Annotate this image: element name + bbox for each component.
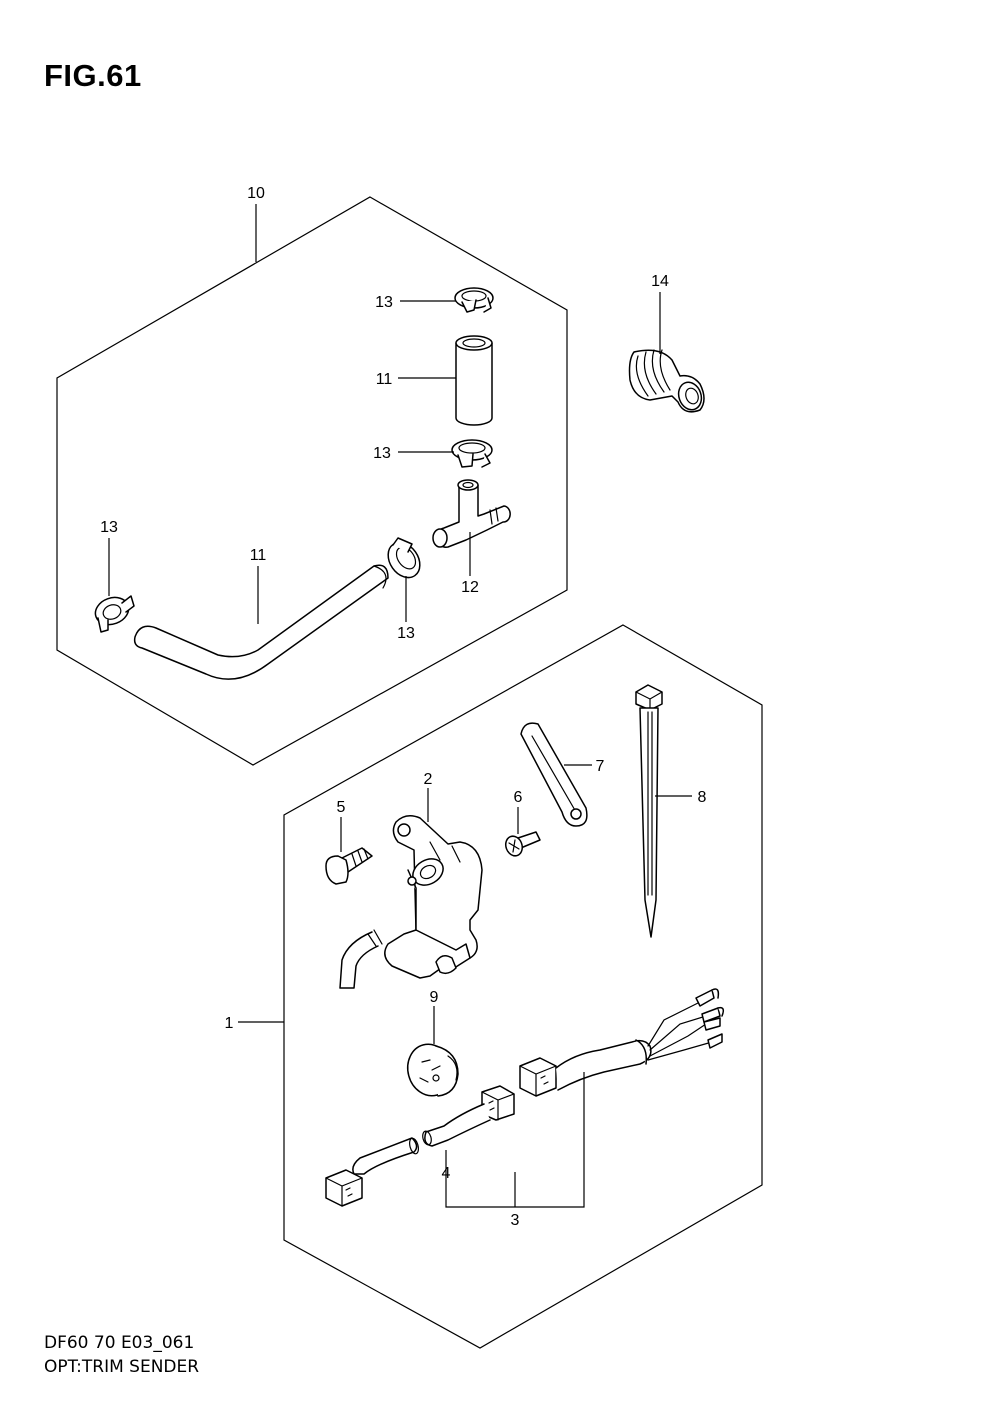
figure-footer: DF60 70 E03_061 OPT:TRIM SENDER <box>44 1331 199 1379</box>
model-code: DF60 70 E03_061 <box>44 1333 195 1353</box>
straight-hose <box>455 335 493 426</box>
kit-1-boundary <box>283 624 763 1349</box>
callout-2: 2 <box>424 771 433 788</box>
callout-11-straight: 11 <box>376 371 393 388</box>
trim-sender-unit <box>339 815 483 989</box>
grommet-plug <box>628 349 705 413</box>
bent-hose <box>133 564 389 680</box>
callout-13-right: 13 <box>397 625 415 642</box>
callout-10: 10 <box>247 185 265 202</box>
hose-clamp-left <box>94 595 135 633</box>
callout-9: 9 <box>430 989 439 1006</box>
callout-4: 4 <box>442 1165 451 1182</box>
callout-13-middle: 13 <box>373 445 391 462</box>
sender-grommet <box>406 1043 459 1097</box>
cable-tie <box>635 684 663 938</box>
hose-clamp-right <box>387 537 421 579</box>
callout-12: 12 <box>461 579 479 596</box>
callout-11-bent: 11 <box>250 547 267 564</box>
figure-title: FIG.61 <box>44 58 142 93</box>
hose-clamp-middle <box>451 439 493 468</box>
wiring-harness <box>519 988 725 1097</box>
t-joint-fitting <box>432 479 511 548</box>
small-screw <box>504 831 541 857</box>
slotted-strap <box>520 722 588 827</box>
callout-5: 5 <box>337 799 346 816</box>
callout-13-top: 13 <box>375 294 393 311</box>
callout-6: 6 <box>514 789 523 806</box>
leader-lines <box>108 204 692 1208</box>
callout-8: 8 <box>698 789 707 806</box>
figure-description: OPT:TRIM SENDER <box>44 1357 200 1377</box>
callout-1: 1 <box>225 1015 234 1032</box>
callout-3: 3 <box>511 1212 520 1229</box>
callout-14: 14 <box>651 273 669 290</box>
extension-wire <box>325 1085 515 1207</box>
bolt <box>325 847 373 885</box>
hose-clamp-top <box>454 287 494 313</box>
callout-13-left: 13 <box>100 519 118 536</box>
kit-10-boundary <box>56 196 568 766</box>
callout-7: 7 <box>596 758 605 775</box>
